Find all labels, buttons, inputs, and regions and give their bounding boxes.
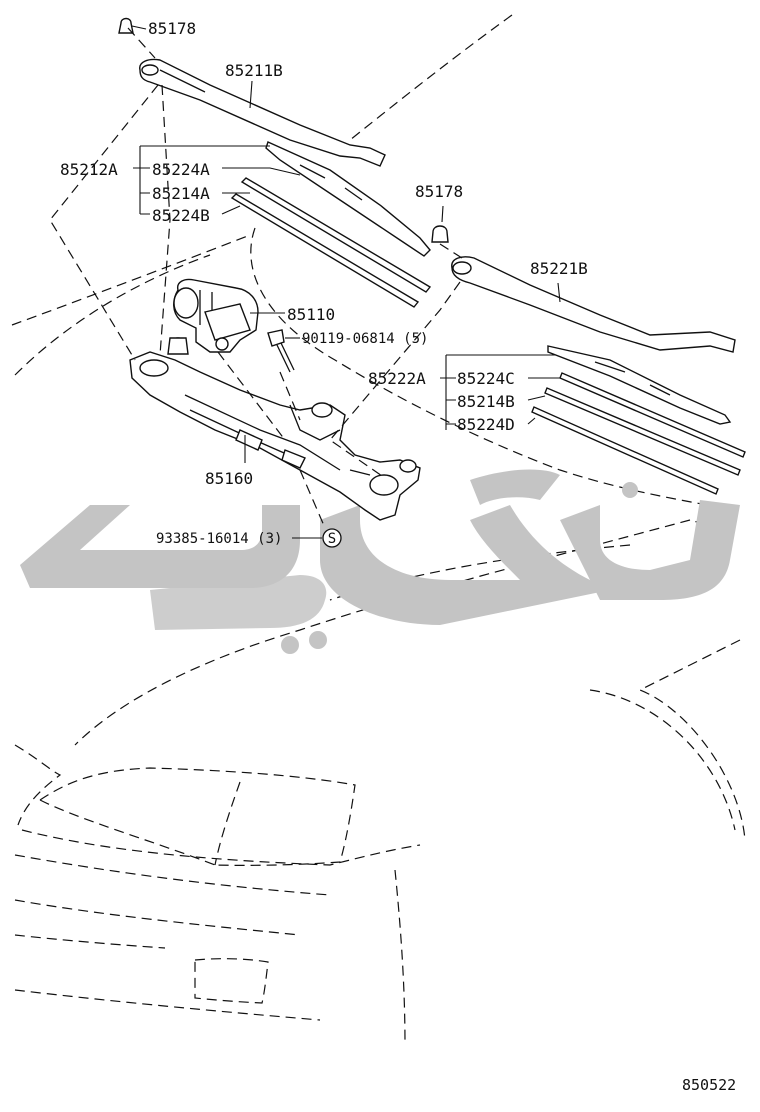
label-blade-rubber-b: 85224B	[152, 206, 210, 225]
label-clip: 93385-16014 (3)	[156, 531, 282, 547]
label-blade-rubber-a: 85224A	[152, 160, 210, 179]
part-labels: 85178 85211B 85212A 85224A 85214A 85224B…	[60, 19, 736, 1094]
right-wiper-blade	[531, 345, 746, 495]
label-blade-right-assy: 85222A	[368, 369, 426, 388]
label-blade-rubber-c: 85224C	[457, 369, 515, 388]
mounting-bolt	[267, 329, 295, 373]
label-blade-insert-a: 85214A	[152, 184, 210, 203]
label-cap-left: 85178	[148, 19, 196, 38]
wiper-link-assembly	[129, 337, 421, 521]
clip-symbol-circle	[322, 528, 342, 548]
label-arm-right: 85221B	[530, 259, 588, 278]
label-arm-left: 85211B	[225, 61, 283, 80]
label-blade-left-assy: 85212A	[60, 160, 118, 179]
right-wiper-arm	[451, 256, 736, 353]
label-bolt: 90119-06814 (5)	[302, 331, 428, 347]
leader-lines	[131, 25, 561, 539]
label-blade-rubber-d: 85224D	[457, 415, 515, 434]
left-wiper-arm	[139, 58, 386, 167]
installation-guides	[49, 27, 463, 529]
watermark-logo	[20, 469, 740, 654]
car-body-outline	[11, 14, 746, 1046]
label-link: 85160	[205, 469, 253, 488]
label-motor: 85110	[287, 305, 335, 324]
drawing-code: 850522	[682, 1076, 736, 1094]
wiper-motor	[173, 278, 259, 353]
left-wiper-blade	[230, 141, 432, 308]
label-blade-insert-b: 85214B	[457, 392, 515, 411]
right-wiper-cap	[431, 225, 449, 243]
label-cap-right: 85178	[415, 182, 463, 201]
clip-symbol: S	[328, 531, 336, 547]
